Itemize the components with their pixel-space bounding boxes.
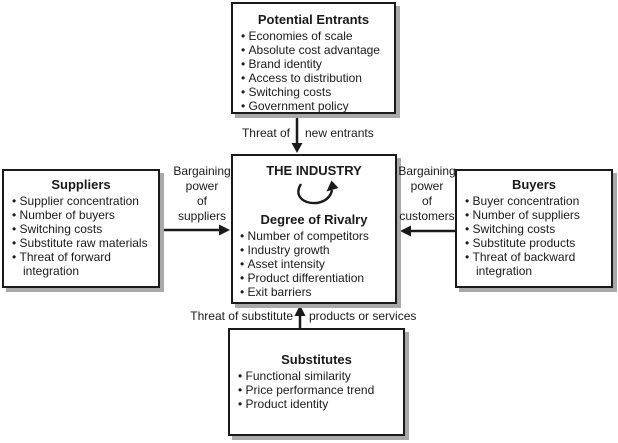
potential-entrants-box: Potential Entrants Economies of scaleAbs… [231, 2, 396, 114]
list-item: Economies of scale [241, 29, 390, 43]
rivalry-subtitle: Degree of Rivalry [260, 212, 368, 227]
label-line: of [196, 194, 207, 208]
label-line: power [410, 179, 444, 193]
substitutes-list: Functional similarityPrice performance t… [230, 369, 403, 411]
substitute-threat-arrow-icon [294, 305, 306, 328]
list-item: Number of suppliers [465, 208, 607, 222]
list-item: Buyer concentration [465, 194, 607, 208]
supplier-power-arrow-icon [160, 224, 230, 236]
list-item: Supplier concentration [12, 194, 154, 208]
buyers-title: Buyers [511, 177, 557, 192]
list-item: Switching costs [12, 222, 154, 236]
buyers-box: Buyers Buyer concentrationNumber of supp… [455, 169, 613, 288]
list-item: Threat of forward integration [12, 250, 154, 278]
list-item: Price performance trend [238, 383, 399, 397]
rivalry-loop-icon [233, 180, 395, 212]
suppliers-box: Suppliers Supplier concentrationNumber o… [2, 169, 160, 288]
potential-entrants-title: Potential Entrants [257, 12, 370, 27]
list-item: Exit barriers [240, 285, 391, 299]
list-item: Threat of backward integration [465, 250, 607, 278]
list-item: Product identity [238, 397, 399, 411]
label-line: customers [399, 209, 455, 223]
list-item: Product differentiation [240, 271, 391, 285]
list-item: Switching costs [465, 222, 607, 236]
list-item: Substitute raw materials [12, 236, 154, 250]
list-item: Access to distribution [241, 71, 390, 85]
list-item: Substitute products [465, 236, 607, 250]
buyer-power-arrow-icon [400, 225, 455, 237]
industry-list: Number of competitorsIndustry growthAsse… [233, 229, 395, 299]
substitutes-box: Substitutes Functional similarityPrice p… [228, 328, 405, 436]
substitutes-title: Substitutes [281, 352, 352, 367]
label-line: power [185, 179, 219, 193]
label-line: Bargaining [173, 164, 231, 178]
threat-substitutes-label-right: products or services [309, 309, 417, 323]
list-item: Government policy [241, 99, 390, 113]
list-item: Switching costs [241, 85, 390, 99]
suppliers-title: Suppliers [51, 177, 111, 192]
threat-new-entrants-arrow-icon [291, 115, 303, 153]
list-item: Number of buyers [12, 208, 154, 222]
list-item: Absolute cost advantage [241, 43, 390, 57]
list-item: Brand identity [241, 57, 390, 71]
suppliers-list: Supplier concentrationNumber of buyersSw… [4, 194, 158, 278]
industry-title: THE INDUSTRY [266, 163, 362, 178]
threat-new-entrants-label-left: Threat of [241, 126, 290, 140]
list-item: Industry growth [240, 243, 391, 257]
list-item: Asset intensity [240, 257, 391, 271]
potential-entrants-list: Economies of scaleAbsolute cost advantag… [233, 29, 394, 113]
list-item: Number of competitors [240, 229, 391, 243]
threat-substitutes-label-left: Threat of substitute [190, 309, 293, 323]
label-line: Bargaining [398, 164, 456, 178]
buyers-list: Buyer concentrationNumber of suppliersSw… [457, 194, 611, 278]
list-item: Functional similarity [238, 369, 399, 383]
industry-box: THE INDUSTRY Degree of Rivalry Number of… [231, 154, 397, 304]
label-line: suppliers [177, 209, 227, 223]
label-line: of [421, 194, 432, 208]
threat-new-entrants-label-right: new entrants [305, 126, 374, 140]
